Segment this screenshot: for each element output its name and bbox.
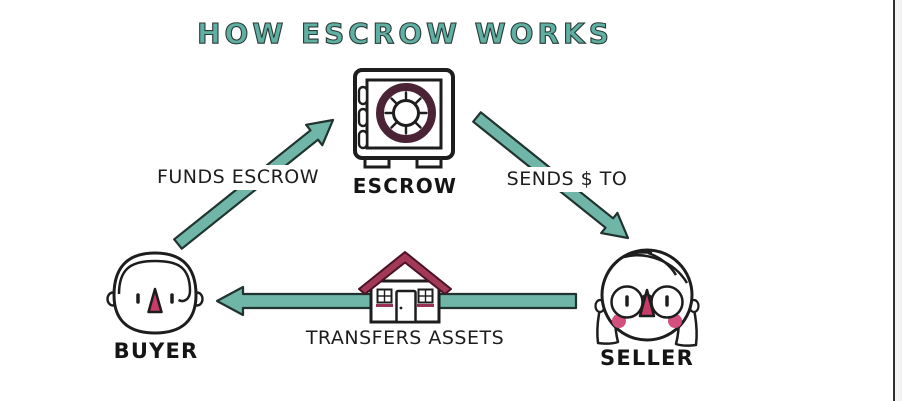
escrow-node-label: ESCROW xyxy=(352,174,458,198)
seller-bangs xyxy=(601,251,689,286)
seller-node-label: SELLER xyxy=(600,346,694,370)
buyer-eyes xyxy=(136,293,174,304)
funds-escrow-arrow-label: FUNDS ESCROW xyxy=(150,165,326,190)
house-roof xyxy=(358,251,452,295)
seller-eyes xyxy=(625,295,669,307)
buyer-hairline xyxy=(117,259,192,303)
safe-vault-icon xyxy=(353,68,455,169)
safe-dial-spokes xyxy=(384,91,428,135)
window-edge xyxy=(893,0,902,401)
house-icon xyxy=(358,251,452,324)
sends-money-arrow-label: SENDS $ TO xyxy=(500,167,634,192)
seller-nose xyxy=(638,288,656,318)
buyer-face-icon xyxy=(106,251,204,335)
house-door xyxy=(395,289,417,324)
buyer-node-label: BUYER xyxy=(113,339,199,363)
seller-face-icon xyxy=(594,248,700,347)
house-right-window xyxy=(417,288,434,307)
house-left-window xyxy=(376,288,393,307)
transfers-assets-arrow-label: TRANSFERS ASSETS xyxy=(299,326,511,351)
page-title: HOW ESCROW WORKS xyxy=(197,16,613,50)
buyer-nose xyxy=(147,287,163,314)
